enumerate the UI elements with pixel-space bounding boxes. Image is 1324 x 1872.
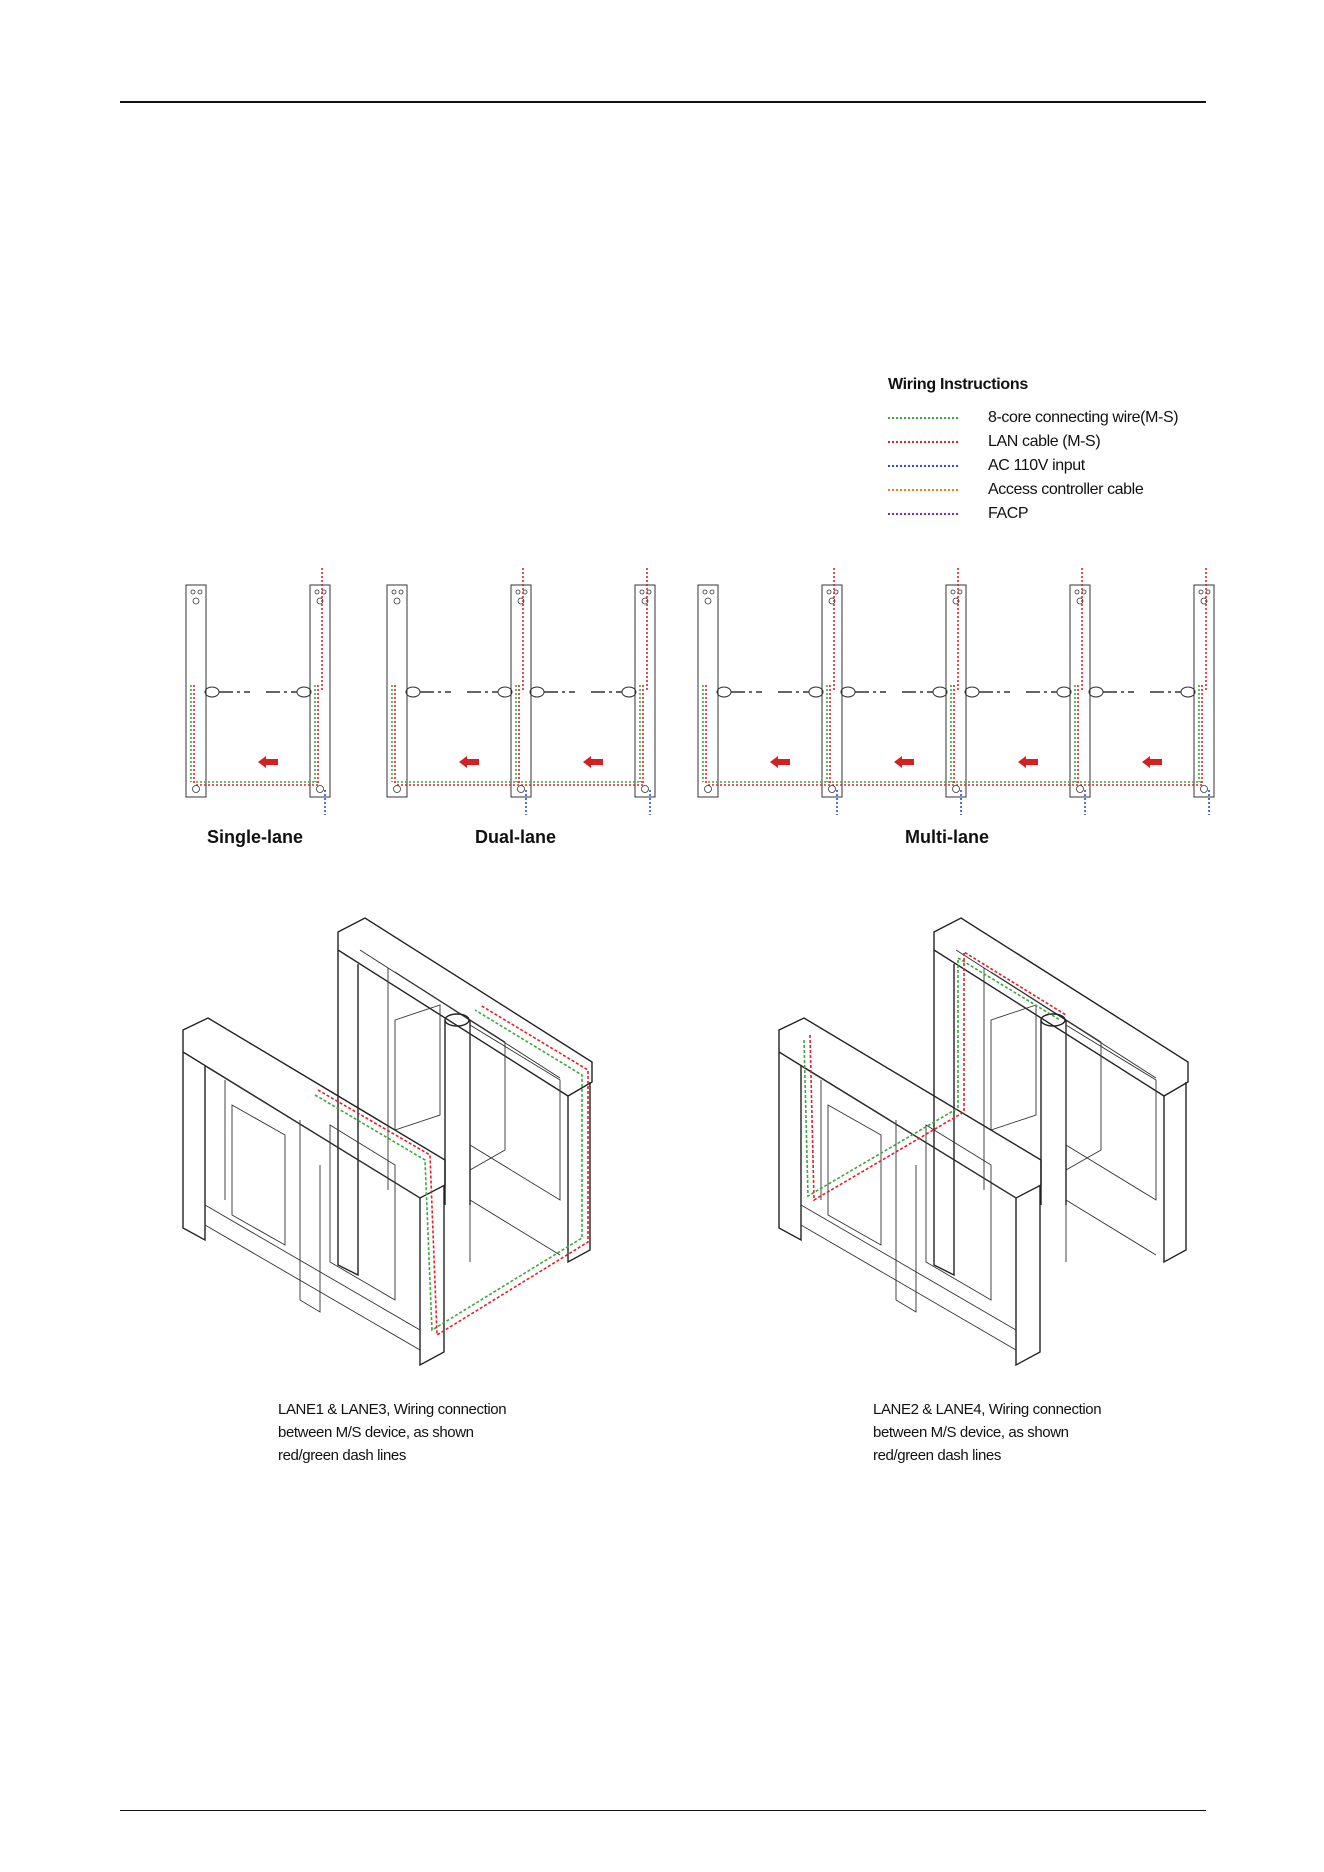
legend-label: FACP: [988, 505, 1029, 522]
mount-hole: [1198, 589, 1204, 595]
direction-arrow: [258, 756, 278, 768]
single-lane-label: Single-lane: [207, 827, 303, 847]
dual-lane-label: Dual-lane: [475, 827, 556, 847]
cable-hole: [704, 597, 712, 605]
caption-lanes-2-4: LANE2 & LANE4, Wiring connection between…: [873, 1398, 1173, 1467]
caption-line: red/green dash lines: [873, 1447, 1001, 1464]
cable-hole: [704, 785, 712, 793]
caption-line: red/green dash lines: [278, 1447, 406, 1464]
flap-pivot: [716, 686, 732, 698]
multi-lane-label: Multi-lane: [905, 827, 989, 847]
wiring-legend: Wiring Instructions 8-core connecting wi…: [888, 376, 1218, 526]
cable-hole: [1076, 597, 1084, 605]
flap-pivot: [497, 686, 513, 698]
cabinet-housing: [386, 584, 408, 798]
flap-pivot: [964, 686, 980, 698]
cable-hole: [641, 597, 649, 605]
cabinet-housing: [634, 584, 656, 798]
flap-pivot: [808, 686, 824, 698]
legend-label: AC 110V input: [988, 457, 1085, 474]
cable-hole: [828, 785, 836, 793]
cable-hole: [641, 785, 649, 793]
legend-item-lan: LAN cable (M-S): [888, 430, 1218, 454]
flap-pivot: [1056, 686, 1072, 698]
direction-arrow: [770, 756, 790, 768]
mount-hole: [950, 589, 956, 595]
legend-item-ac: AC 110V input: [888, 454, 1218, 478]
mount-hole: [515, 589, 521, 595]
cable-hole: [192, 785, 200, 793]
cable-hole: [1076, 785, 1084, 793]
direction-arrow: [583, 756, 603, 768]
cable-hole: [1200, 785, 1208, 793]
cabinet-housing: [1193, 584, 1215, 798]
cabinet-housing: [510, 584, 532, 798]
flap-pivot: [1088, 686, 1104, 698]
caption-line: between M/S device, as shown: [278, 1424, 474, 1441]
legend-label: 8-core connecting wire(M-S): [988, 409, 1179, 426]
top-rule: [120, 101, 1206, 103]
mount-hole: [190, 589, 196, 595]
caption-line: between M/S device, as shown: [873, 1424, 1069, 1441]
legend-swatch: [888, 441, 958, 443]
cable-hole: [192, 597, 200, 605]
cable-hole: [517, 597, 525, 605]
flap-pivot: [840, 686, 856, 698]
flap-pivot: [621, 686, 637, 698]
flap-pivot: [405, 686, 421, 698]
caption-line: LANE2 & LANE4, Wiring connection: [873, 1401, 1102, 1418]
cable-hole: [1200, 597, 1208, 605]
direction-arrow: [459, 756, 479, 768]
cabinet-housing: [185, 584, 207, 798]
direction-arrow: [1142, 756, 1162, 768]
mount-hole: [826, 589, 832, 595]
legend-swatch: [888, 513, 958, 515]
legend-swatch: [888, 489, 958, 491]
cable-hole: [393, 785, 401, 793]
cabinet-housing: [309, 584, 331, 798]
legend-item-access: Access controller cable: [888, 478, 1218, 502]
cabinet-housing: [821, 584, 843, 798]
plan-view-diagrams: [185, 568, 1215, 815]
legend-label: Access controller cable: [988, 481, 1144, 498]
cable-hole: [952, 785, 960, 793]
mount-hole: [314, 589, 320, 595]
turnstile-iso-lanes-1-3: [182, 917, 593, 1367]
legend-swatch: [888, 417, 958, 419]
flap-pivot: [296, 686, 312, 698]
direction-arrow: [1018, 756, 1038, 768]
cable-hole: [393, 597, 401, 605]
flap-pivot: [529, 686, 545, 698]
mount-hole: [639, 589, 645, 595]
flap-pivot: [1180, 686, 1196, 698]
cable-hole: [517, 785, 525, 793]
legend-label: LAN cable (M-S): [988, 433, 1101, 450]
mount-hole: [391, 589, 397, 595]
direction-arrow: [894, 756, 914, 768]
mount-hole: [1074, 589, 1080, 595]
legend-item-8core: 8-core connecting wire(M-S): [888, 406, 1218, 430]
cable-hole: [316, 785, 324, 793]
bottom-rule: [120, 1810, 1206, 1811]
cabinet-housing: [1069, 584, 1091, 798]
legend-swatch: [888, 465, 958, 467]
mount-hole: [709, 589, 715, 595]
cabinet-housing: [945, 584, 967, 798]
flap-pivot: [932, 686, 948, 698]
legend-item-facp: FACP: [888, 502, 1218, 526]
cable-hole: [316, 597, 324, 605]
mount-hole: [197, 589, 203, 595]
cable-hole: [952, 597, 960, 605]
caption-line: LANE1 & LANE3, Wiring connection: [278, 1401, 507, 1418]
caption-lanes-1-3: LANE1 & LANE3, Wiring connection between…: [278, 1398, 578, 1467]
mount-hole: [398, 589, 404, 595]
turnstile-iso-lanes-2-4: [778, 917, 1189, 1367]
mount-hole: [702, 589, 708, 595]
flap-pivot: [204, 686, 220, 698]
cable-hole: [828, 597, 836, 605]
legend-title: Wiring Instructions: [888, 376, 1028, 393]
cabinet-housing: [697, 584, 719, 798]
